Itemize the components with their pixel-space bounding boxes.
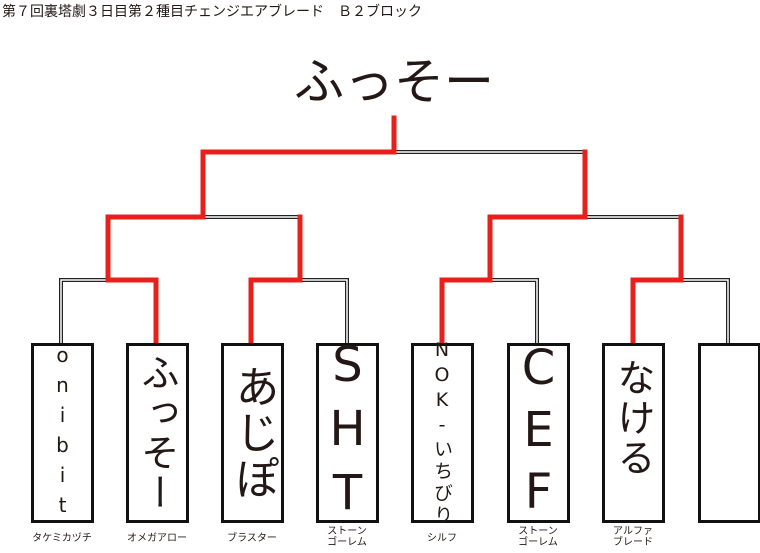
subtitle-line: ストーン [518,526,558,537]
entrant-subtitle: ブラスター [207,533,297,544]
entrant-box-4: SHT [316,337,379,529]
entrant-box-8 [698,343,760,523]
subtitle-line: ゴーレム [327,537,367,548]
entrant-box-6: CEF [507,340,570,526]
bracket-line-inner [490,279,538,343]
entrant-subtitle: ストーンゴーレム [493,526,583,548]
champion-name: ふっそー [294,53,494,111]
bracket-line-inner [299,217,348,343]
entrant-box-1: onibit [31,343,94,523]
winner-path [630,214,684,346]
entrant-subtitle: ストーンゴーレム [302,526,392,548]
entrant-name: ふっそー [135,353,179,513]
entrant-subtitle: アルファブレード [588,526,678,548]
entrant-subtitle: タケミカヅチ [17,533,107,544]
winner-path-champion [105,115,397,346]
entrant-name: NOK-いちびり [431,339,453,527]
winner-path [439,149,588,346]
bracket-line [681,278,730,343]
entrant-name: onibit [50,343,75,523]
entrant-subtitle: オメガアロー [112,533,202,544]
entrant-name: SHT [319,337,376,529]
entrant-box-7: なける [602,343,665,523]
subtitle-line: シルフ [427,533,457,544]
entrant-name: なける [611,358,655,478]
subtitle-line: ブレード [613,537,653,548]
bracket-line [59,278,108,343]
entrant-subtitle: シルフ [397,533,487,544]
subtitle-line: ブラスター [227,533,277,544]
entrant-box-5: NOK-いちびり [411,339,474,527]
entrant-box-2: ふっそー [126,343,189,523]
subtitle-line: アルファ [613,526,653,537]
winner-path [248,214,303,346]
bracket-line [490,278,539,343]
entrant-name: あじぽ [227,364,279,502]
bracket-line-inner [681,279,729,343]
subtitle-line: オメガアロー [127,533,187,544]
subtitle-line: ゴーレム [518,537,558,548]
entrant-box-3: あじぽ [221,343,284,523]
subtitle-line: ストーン [327,526,367,537]
bracket-line-inner [60,279,108,343]
tournament-heading: 第７回裏塔劇３日目第２種目チェンジエアブレード Ｂ２ブロック [2,4,422,20]
entrant-name: CEF [510,340,567,526]
subtitle-line: タケミカヅチ [32,533,92,544]
